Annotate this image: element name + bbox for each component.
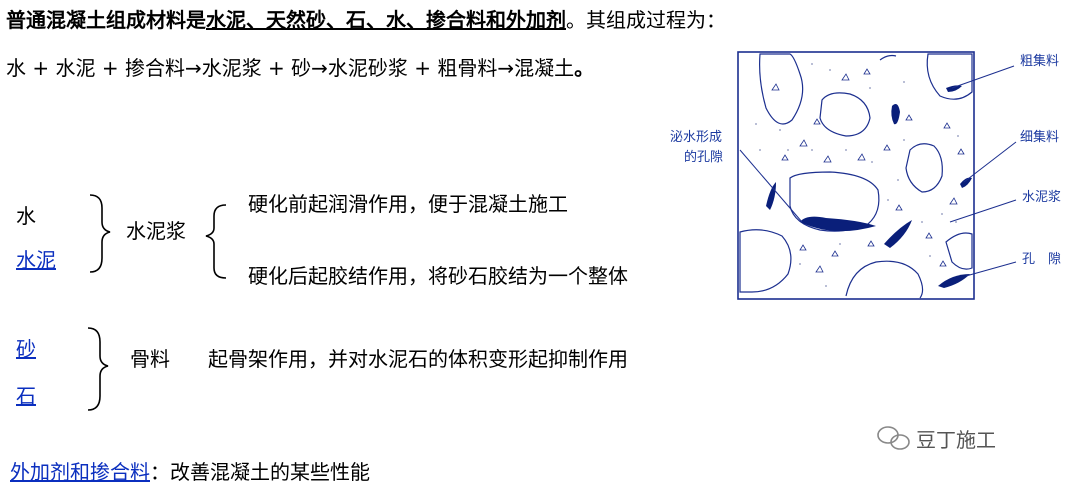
label-bleeding-pore-2: 的孔隙: [684, 150, 724, 165]
composition-formula: 水 + 水泥 + 掺合料→水泥浆 + 砂→水泥砂浆 + 粗骨料→混凝土。: [6, 52, 594, 81]
coarse-aggregates: [739, 53, 973, 299]
brace-water-cement: [89, 194, 111, 273]
aggregate-label: 骨料: [130, 347, 170, 371]
footer-line: 外加剂和掺合料：改善混凝土的某些性能: [10, 456, 370, 485]
aggregate-effect: 起骨架作用，并对水泥石的体积变形起抑制作用: [208, 347, 628, 371]
watermark-text: 豆丁施工: [916, 428, 996, 452]
fine-aggregates: [771, 68, 965, 273]
wechat-icon: [877, 426, 910, 450]
pores: [766, 85, 972, 288]
brace-sand-stone: [87, 327, 109, 411]
formula-text: 水 + 水泥 + 掺合料→水泥浆 + 砂→水泥砂浆 + 粗骨料→混凝土: [6, 56, 575, 80]
label-cement-paste: 水泥浆: [1022, 190, 1062, 205]
label-fine-aggregate: 细集料: [1020, 130, 1060, 145]
brace-paste-effects: [205, 204, 227, 279]
item-water: 水: [16, 204, 36, 228]
label-coarse-aggregate: 粗集料: [1020, 54, 1060, 69]
effect-after-hardening: 硬化后起胶结作用，将砂石胶结为一个整体: [248, 264, 628, 288]
formula-end: 。: [574, 56, 595, 80]
title-suffix: 。其组成过程为：: [566, 8, 726, 32]
label-pore: 孔 隙: [1022, 252, 1062, 267]
page-title: 普通混凝土组成材料是水泥、天然砂、石、水、掺合料和外加剂。其组成过程为：: [6, 4, 726, 33]
title-prefix: 普通混凝土组成材料是: [6, 8, 206, 32]
cement-paste-label: 水泥浆: [126, 219, 186, 243]
link-cement[interactable]: 水泥: [16, 248, 56, 272]
link-sand[interactable]: 砂: [16, 337, 36, 361]
link-stone[interactable]: 石: [16, 384, 36, 408]
cement-paste-dots: [755, 63, 959, 287]
label-bleeding-pore-1: 泌水形成: [670, 130, 723, 145]
link-admixtures[interactable]: 外加剂和掺合料: [10, 460, 150, 484]
effect-before-hardening: 硬化前起润滑作用，便于混凝土施工: [248, 192, 568, 216]
leader-lines: [739, 65, 1017, 277]
footer-text: ：改善混凝土的某些性能: [150, 460, 370, 484]
title-materials: 水泥、天然砂、石、水、掺合料和外加剂: [206, 8, 566, 32]
